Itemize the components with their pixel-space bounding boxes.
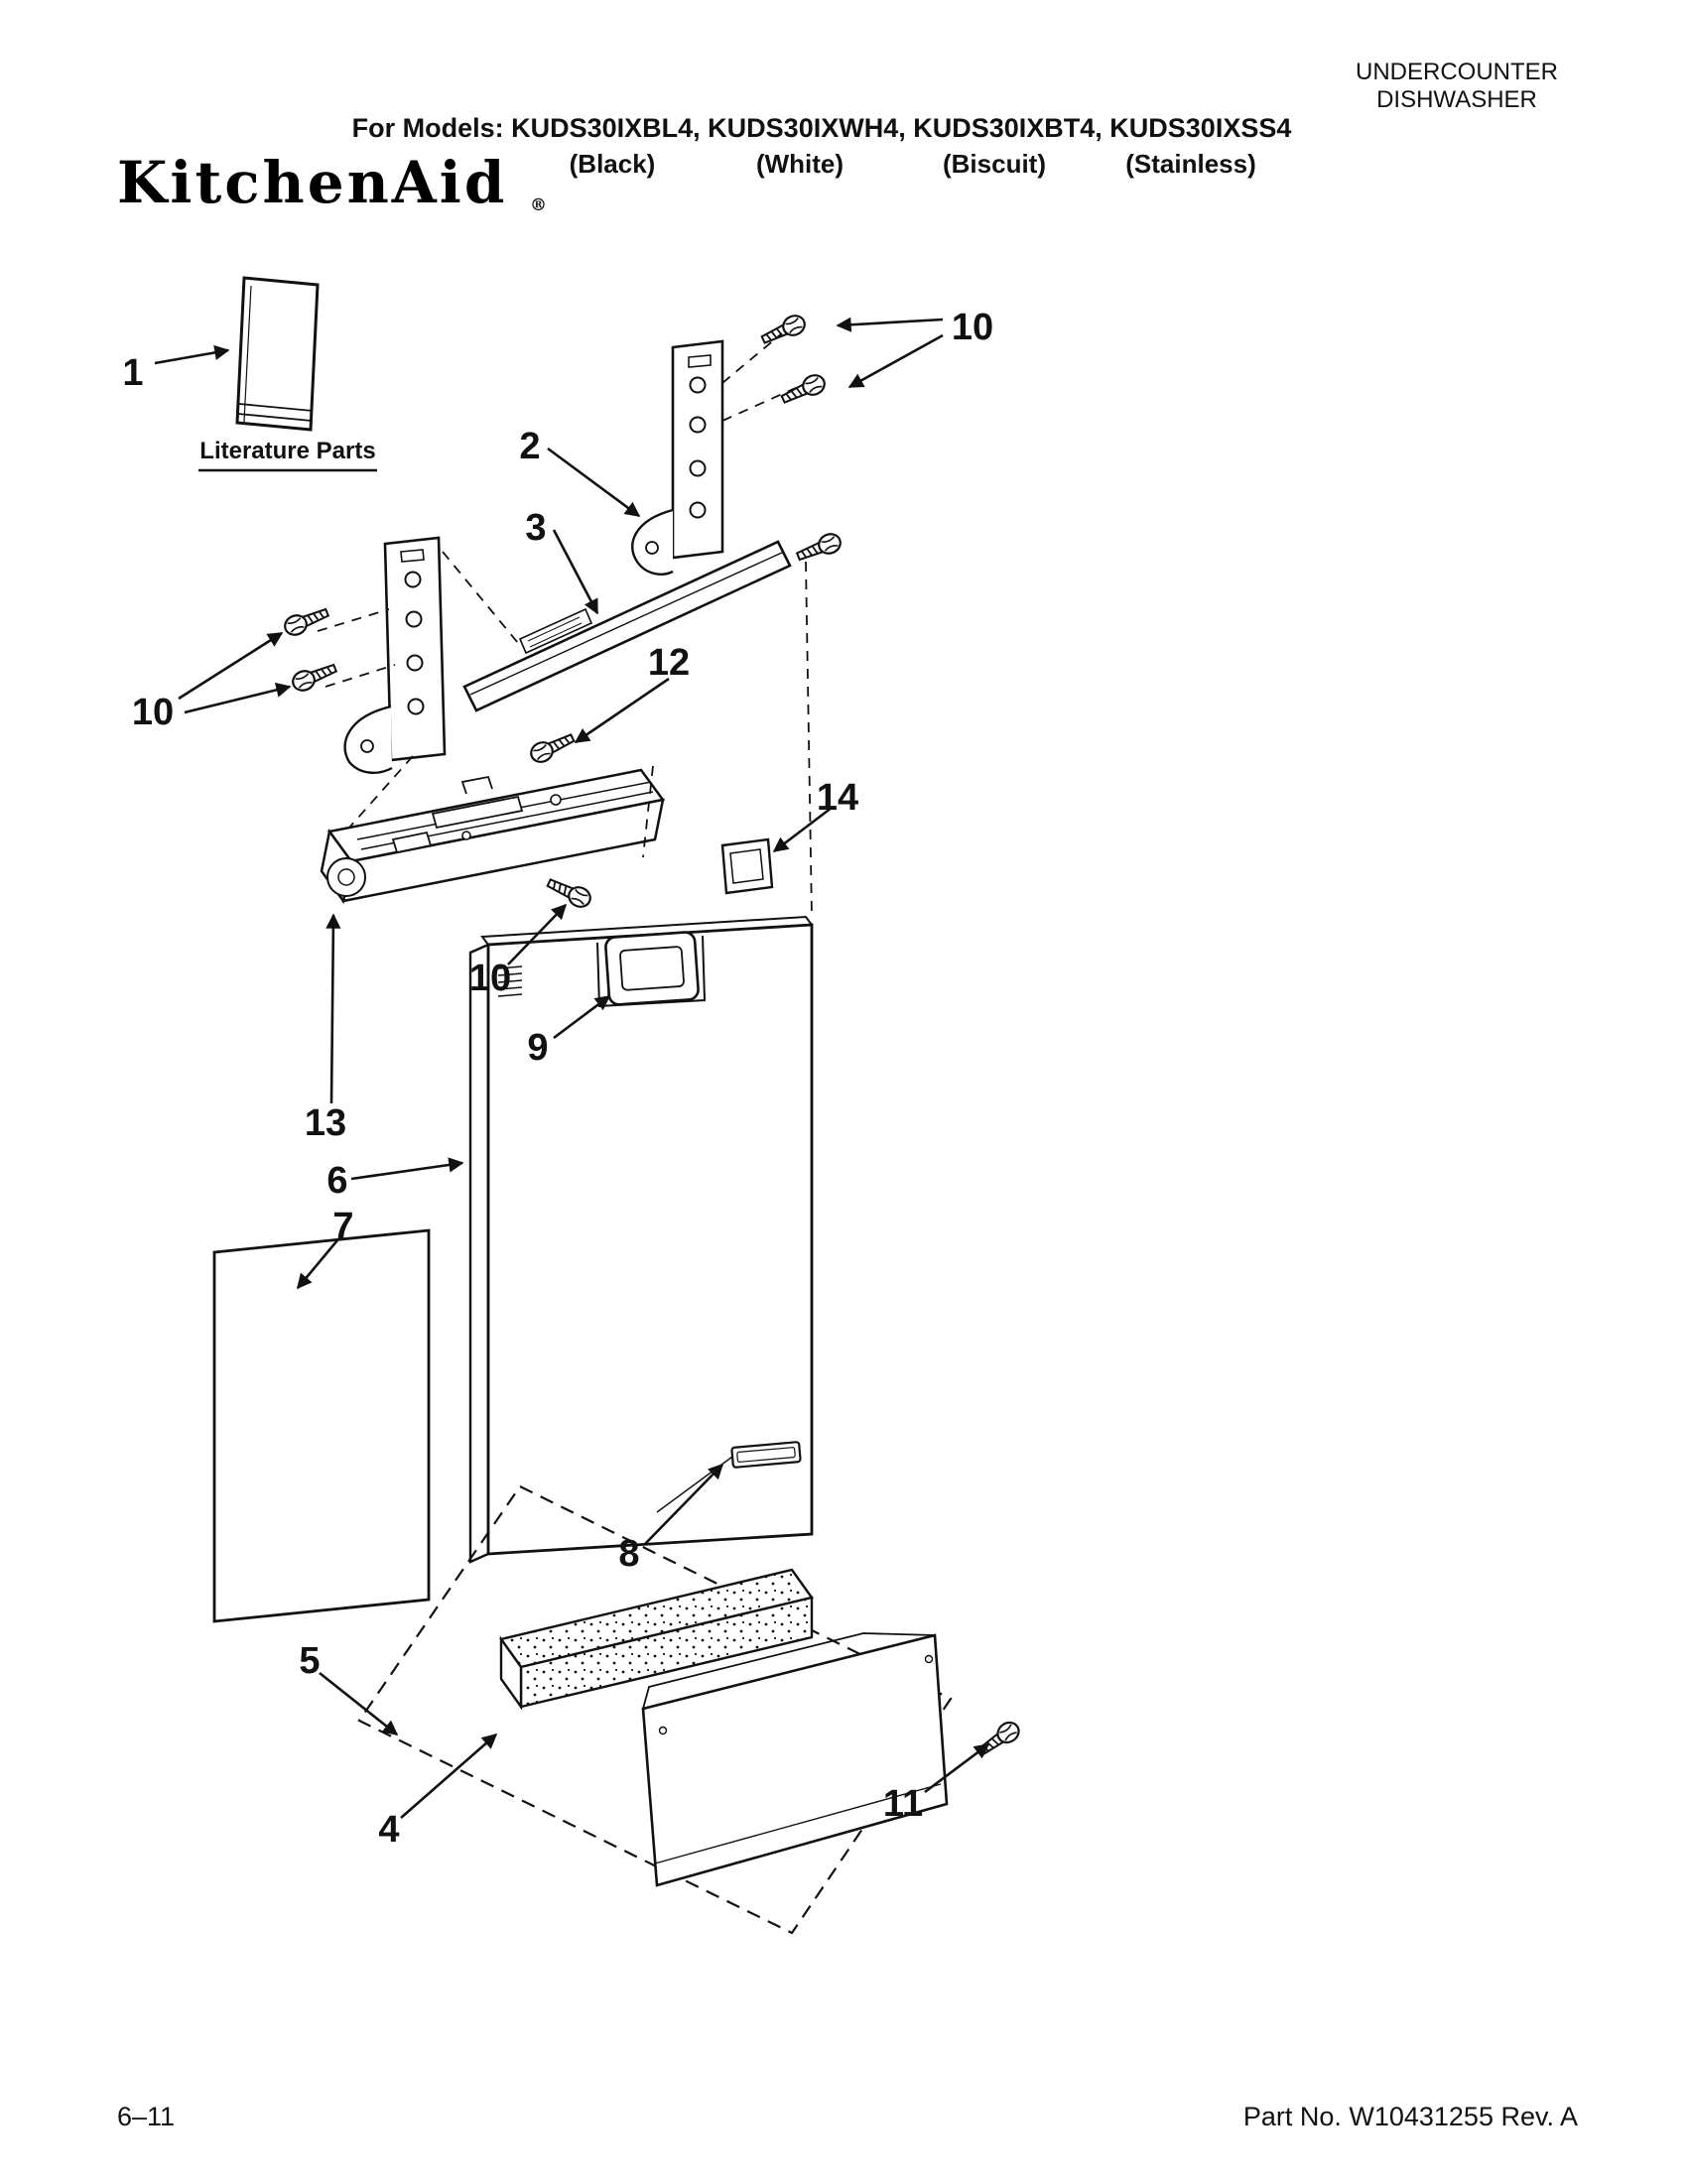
part-front-panel-insert [212, 1228, 431, 1623]
screw-12-right [793, 529, 844, 567]
models-line: For Models: KUDS30IXBL4, KUDS30IXWH4, KU… [352, 113, 1292, 143]
callout-10-left: 10 [132, 692, 174, 733]
callout-14: 14 [817, 777, 858, 819]
screw-10-mid [544, 872, 595, 912]
callout-12: 12 [648, 642, 690, 684]
part-toe-panel-insulation [498, 1568, 815, 1711]
callout-8: 8 [618, 1533, 639, 1575]
color-label-black: (Black) [570, 149, 656, 179]
part-hinge-bracket-right [631, 339, 724, 576]
page-number: 6–11 [117, 2102, 175, 2131]
part-console-trim-strip [462, 540, 792, 712]
callout-1: 1 [122, 352, 143, 394]
part-clip-plate [720, 837, 774, 895]
callout-2: 2 [519, 426, 540, 467]
callout-5: 5 [299, 1640, 320, 1682]
callout-3: 3 [525, 507, 546, 549]
doc-type-line2: DISHWASHER [1376, 86, 1537, 113]
callout-11: 11 [883, 1783, 923, 1825]
screw-10-top-b [778, 370, 830, 410]
registered-mark: ® [530, 195, 547, 215]
part-hinge-bracket-left [343, 536, 447, 774]
screw-10-left-a [281, 602, 332, 640]
assembly-guide-lines [317, 332, 813, 918]
screw-11 [974, 1717, 1024, 1761]
callout-6: 6 [326, 1160, 347, 1202]
callout-13: 13 [305, 1102, 346, 1144]
screw-12-bottom [526, 727, 578, 767]
screw-10-left-b [289, 658, 340, 696]
callout-10-mid: 10 [469, 958, 511, 999]
color-label-white: (White) [756, 149, 844, 179]
part-number: Part No. W10431255 Rev. A [1243, 2102, 1578, 2131]
part-literature-booklet [235, 276, 320, 432]
callout-arrows [154, 317, 990, 1819]
color-label-stainless: (Stainless) [1125, 149, 1256, 179]
part-door-handle [604, 931, 700, 1006]
doc-type-line1: UNDERCOUNTER [1356, 59, 1558, 85]
callout-4: 4 [378, 1809, 399, 1851]
part-console-assembly [320, 768, 666, 905]
part-toe-access-panel [641, 1632, 949, 1887]
callout-10-top: 10 [952, 307, 993, 348]
callout-7: 7 [332, 1206, 353, 1247]
literature-parts-label: Literature Parts [199, 438, 375, 464]
brand-logo: KitchenAid [117, 149, 507, 216]
screw-10-top-a [758, 311, 810, 350]
color-label-biscuit: (Biscuit) [943, 149, 1046, 179]
callout-9: 9 [527, 1027, 548, 1069]
part-nameplate-badge [730, 1441, 802, 1469]
part-door-outer-panel [468, 915, 814, 1564]
